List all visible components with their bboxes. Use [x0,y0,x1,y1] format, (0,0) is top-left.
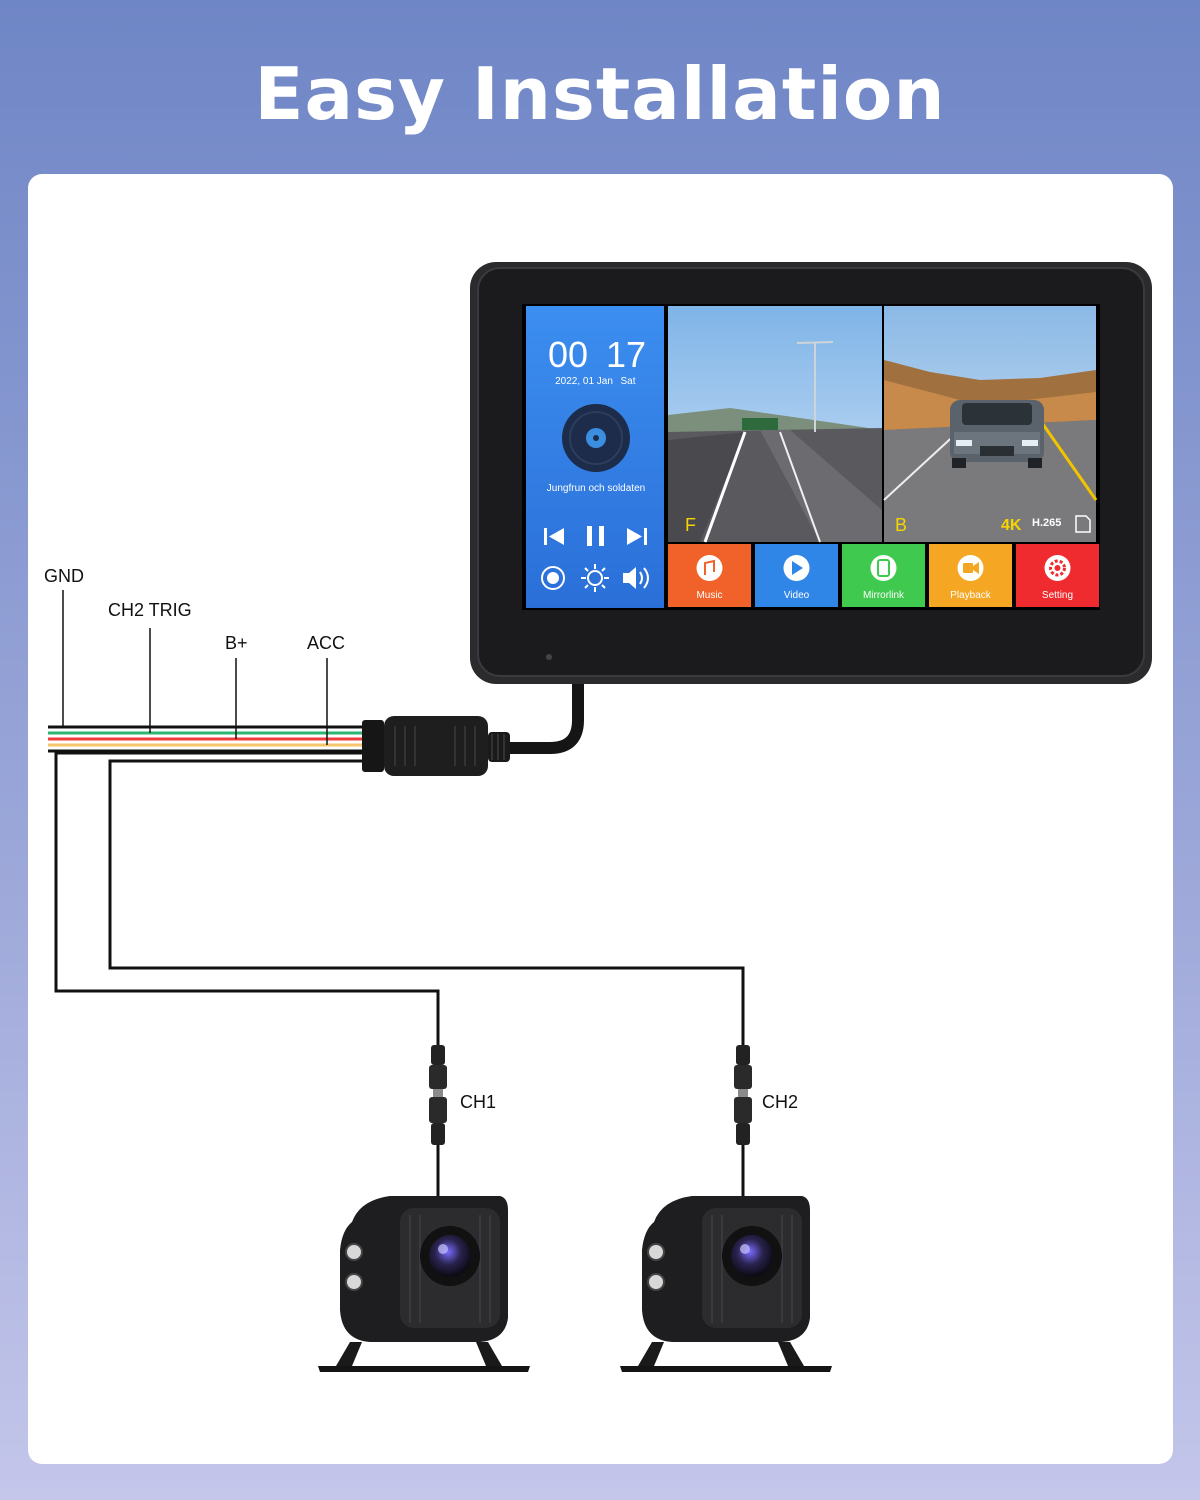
camera-icon [963,562,979,574]
svg-text:Video: Video [784,590,810,601]
previous-track-icon[interactable] [544,528,564,545]
next-track-icon[interactable] [627,528,647,545]
phone-icon [877,559,890,577]
gnd-label: GND [44,566,84,586]
song-title: Jungfrun och soldaten [547,483,645,494]
monitor: 00 17 2022, 01 Jan Sat Jungfrun och sold… [470,262,1152,684]
ch2-label: CH2 [762,1092,798,1112]
acc-label: ACC [307,633,345,653]
music-note-icon [704,559,715,575]
b-plus-label: B+ [225,633,248,653]
svg-text:Setting: Setting [1042,590,1073,601]
svg-text:Mirrorlink: Mirrorlink [863,590,905,601]
svg-text:Music: Music [696,590,722,601]
widget-panel: 00 17 2022, 01 Jan Sat Jungfrun och sold… [526,306,664,608]
ch2-camera [620,1196,832,1372]
ch1-camera [318,1196,530,1372]
ch1-connector [429,1045,447,1196]
ch1-routing-wire [54,751,440,1045]
ch2-trig-label: CH2 TRIG [108,600,192,620]
wire-harness [48,725,362,753]
monitor-cable [500,684,584,754]
sd-card-icon [1075,515,1091,533]
gear-icon [1049,559,1066,577]
volume-icon[interactable] [623,567,649,589]
clock-minute: 17 [606,334,646,375]
mic-hole [546,654,552,660]
ch2-connector [734,1045,752,1196]
play-icon [792,561,803,575]
clock-weekday: Sat [620,376,635,387]
app-tile-video[interactable]: Video [755,544,838,607]
clock-date: 2022, 01 Jan [555,376,613,387]
app-tile-music[interactable]: Music [668,544,751,607]
pause-icon[interactable] [587,526,604,546]
record-icon[interactable] [541,566,565,590]
svg-text:Playback: Playback [950,590,992,601]
page-title: Easy Installation [254,52,946,136]
vinyl-disc-icon [562,404,630,472]
resolution-badge: 4K [1001,517,1022,534]
brightness-icon[interactable] [581,564,609,592]
app-tile-setting[interactable]: Setting [1016,544,1099,607]
ch2-routing-wire [108,759,745,1045]
app-tile-mirrorlink[interactable]: Mirrorlink [842,544,925,607]
codec-badge: H.265 [1032,517,1061,529]
front-camera-view: F [668,306,882,543]
cable-connector [362,716,510,776]
rear-camera-view: B 4K H.265 [883,306,1098,542]
front-label: F [685,515,696,535]
back-label: B [895,515,907,535]
ch1-label: CH1 [460,1092,496,1112]
clock-hour: 00 [548,334,588,375]
suv-image [950,400,1044,468]
app-tile-playback[interactable]: Playback [929,544,1012,607]
